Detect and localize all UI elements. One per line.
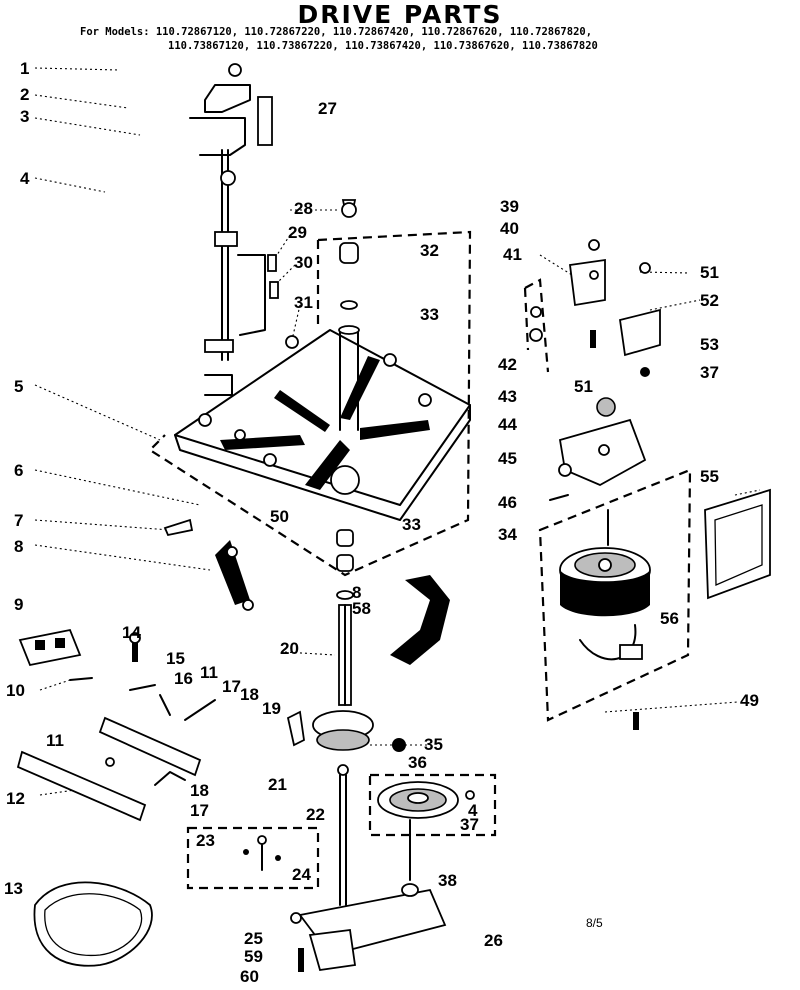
shifter-linkage <box>189 63 299 396</box>
callout-13: 13 <box>4 879 23 898</box>
drive-shaft <box>336 529 354 706</box>
part-34-motor <box>559 509 651 730</box>
callout-51-upper: 51 <box>700 263 719 282</box>
callout-55: 55 <box>700 467 719 486</box>
gearcase <box>290 774 447 972</box>
diagram-title: DRIVE PARTS <box>297 0 503 29</box>
callout-42: 42 <box>498 355 517 374</box>
callout-36: 36 <box>408 753 427 772</box>
callout-5: 5 <box>14 377 24 396</box>
callout-20: 20 <box>280 639 299 658</box>
callout-18-upper: 18 <box>240 685 259 704</box>
callout-9: 9 <box>14 595 24 614</box>
left-brackets <box>163 518 254 611</box>
model-list-line-1: For Models: 110.72867120, 110.72867220, … <box>80 26 593 38</box>
callout-17-upper: 17 <box>222 677 241 696</box>
callout-37-lower: 37 <box>460 815 479 834</box>
callout-38: 38 <box>438 871 457 890</box>
callout-15: 15 <box>166 649 185 668</box>
callout-25: 25 <box>244 929 263 948</box>
callout-2: 2 <box>20 85 30 104</box>
leader-lines <box>34 67 761 796</box>
callout-4: 4 <box>20 169 30 188</box>
callout-8-left: 8 <box>14 537 24 556</box>
part-23-24-pin <box>243 835 281 871</box>
callout-18-lower: 18 <box>190 781 209 800</box>
callout-37-upper: 37 <box>700 363 719 382</box>
page-footnote: 8/5 <box>586 916 603 930</box>
part-55-cover <box>704 488 771 600</box>
callout-46: 46 <box>498 493 517 512</box>
callout-35: 35 <box>424 735 443 754</box>
callout-58: 58 <box>352 599 371 618</box>
callout-7: 7 <box>14 511 24 530</box>
callout-17-lower: 17 <box>190 801 209 820</box>
callout-6: 6 <box>14 461 24 480</box>
callout-3: 3 <box>20 107 30 126</box>
callout-14: 14 <box>122 623 141 642</box>
model-list-line-2: 110.73867120, 110.73867220, 110.73867420… <box>168 40 598 52</box>
callout-45: 45 <box>498 449 517 468</box>
callout-44: 44 <box>498 415 517 434</box>
callout-59: 59 <box>244 947 263 966</box>
callout-39: 39 <box>500 197 519 216</box>
motor-bracket-box <box>523 278 550 373</box>
callout-12: 12 <box>6 789 25 808</box>
callout-24: 24 <box>292 865 311 884</box>
callout-1: 1 <box>20 59 30 78</box>
callout-43: 43 <box>498 387 517 406</box>
callout-51-lower: 51 <box>574 377 593 396</box>
motor-mount-parts <box>529 239 661 501</box>
callout-33-upper: 33 <box>420 305 439 324</box>
callout-33-lower: 33 <box>402 515 421 534</box>
callout-41: 41 <box>503 245 522 264</box>
spin-tube-parts <box>339 199 359 310</box>
callout-10: 10 <box>6 681 25 700</box>
callout-56: 56 <box>660 609 679 628</box>
pulley-assembly-box <box>368 773 497 837</box>
motor-assembly-box <box>538 468 692 722</box>
callout-16: 16 <box>174 669 193 688</box>
callout-8-center: 8 <box>352 583 362 602</box>
callout-32: 32 <box>420 241 439 260</box>
callout-22: 22 <box>306 805 325 824</box>
callout-30: 30 <box>294 253 313 272</box>
callout-49: 49 <box>740 691 759 710</box>
callout-60: 60 <box>240 967 259 986</box>
callout-34: 34 <box>498 525 517 544</box>
callout-4-lower: 4 <box>468 801 478 820</box>
callout-53: 53 <box>700 335 719 354</box>
callout-29: 29 <box>288 223 307 242</box>
callout-19: 19 <box>262 699 281 718</box>
callout-52: 52 <box>700 291 719 310</box>
part-27-block <box>257 96 273 146</box>
part-58-spring <box>390 575 450 665</box>
callout-21: 21 <box>268 775 287 794</box>
part-13-belt <box>33 881 153 967</box>
clutch-assembly <box>286 710 406 776</box>
base-plate <box>174 325 471 521</box>
callout-11-upper: 11 <box>200 663 218 682</box>
callout-11-lower: 11 <box>46 731 64 750</box>
callout-26: 26 <box>484 931 503 950</box>
callout-50: 50 <box>270 507 289 526</box>
callout-27: 27 <box>318 99 337 118</box>
pulley <box>377 781 475 819</box>
callout-23: 23 <box>196 831 215 850</box>
callout-28: 28 <box>294 199 313 218</box>
part-9-switch <box>18 628 93 681</box>
actuator-strips <box>16 632 216 822</box>
callout-31: 31 <box>294 293 313 312</box>
callout-40: 40 <box>500 219 519 238</box>
base-plate-assembly-box <box>148 230 472 577</box>
